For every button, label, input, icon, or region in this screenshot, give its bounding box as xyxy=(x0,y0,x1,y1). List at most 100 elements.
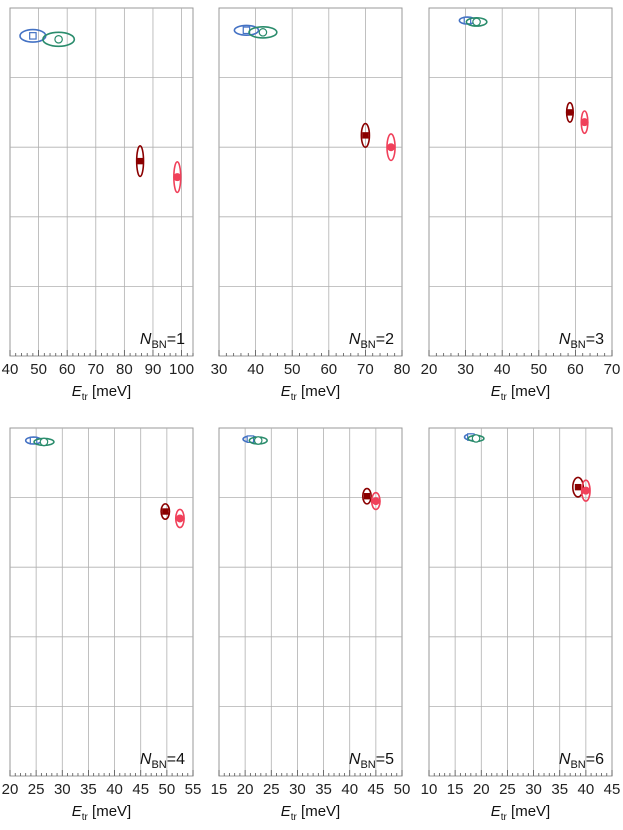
x-tick-label: 20 xyxy=(473,781,490,798)
x-tick-label: 40 xyxy=(578,781,595,798)
error-ellipse-filled-square xyxy=(360,122,371,148)
x-tick-label: 45 xyxy=(368,781,385,798)
error-ellipse-open-square xyxy=(233,24,260,36)
panel-label-subscript: BN xyxy=(360,339,375,351)
x-tick-label: 70 xyxy=(87,361,104,378)
x-axis-unit: [meV] xyxy=(297,383,340,400)
x-axis-label: Etr [meV] xyxy=(491,803,550,823)
x-tick-label: 100 xyxy=(169,361,194,378)
x-axis-symbol: E xyxy=(491,803,502,820)
x-axis-unit: [meV] xyxy=(88,803,131,820)
x-tick-label: 30 xyxy=(211,361,228,378)
panel-label-value: =1 xyxy=(167,331,185,348)
data-point-open-circle xyxy=(471,434,481,443)
plot-frame xyxy=(428,7,613,357)
plot-frame xyxy=(9,7,194,357)
error-ellipse-filled-circle xyxy=(370,491,381,511)
data-point-filled-circle xyxy=(173,173,182,182)
x-tick-label: 15 xyxy=(447,781,464,798)
x-tick-label: 25 xyxy=(499,781,516,798)
error-ellipse-filled-circle xyxy=(386,133,396,162)
panel-label-value: =2 xyxy=(376,331,394,348)
error-ellipse-filled-circle xyxy=(174,508,185,529)
panel-label-subscript: BN xyxy=(151,339,166,351)
x-tick-label: 45 xyxy=(132,781,149,798)
error-ellipse-filled-square xyxy=(160,503,171,520)
error-ellipse-filled-square xyxy=(361,487,372,505)
x-axis-symbol: E xyxy=(72,383,83,400)
error-ellipse-filled-square xyxy=(571,476,585,498)
data-point-filled-circle xyxy=(387,143,396,152)
x-tick-label: 20 xyxy=(237,781,254,798)
x-tick-label: 50 xyxy=(30,361,47,378)
x-axis-subscript: tr xyxy=(291,812,298,823)
x-axis-unit: [meV] xyxy=(507,803,550,820)
x-axis-label: Etr [meV] xyxy=(281,383,340,403)
x-tick-label: 40 xyxy=(494,361,511,378)
data-point-filled-circle xyxy=(175,514,184,523)
panel-label-symbol: N xyxy=(559,751,571,768)
data-point-open-circle xyxy=(253,436,263,445)
x-tick-label: 40 xyxy=(2,361,19,378)
data-point-filled-square xyxy=(162,508,169,515)
panel-label-symbol: N xyxy=(559,331,571,348)
x-axis-subscript: tr xyxy=(501,392,508,403)
panel-label-value: =6 xyxy=(586,751,604,768)
plot-frame xyxy=(218,7,403,357)
data-point-filled-square xyxy=(136,157,144,165)
x-tick-label: 35 xyxy=(315,781,332,798)
panel-label-symbol: N xyxy=(140,751,152,768)
x-tick-label: 50 xyxy=(284,361,301,378)
panel-label-value: =4 xyxy=(167,751,185,768)
x-tick-label: 70 xyxy=(604,361,621,378)
x-tick-label: 80 xyxy=(116,361,133,378)
error-ellipse-filled-square xyxy=(565,101,575,123)
x-tick-label: 70 xyxy=(357,361,374,378)
data-point-open-circle xyxy=(472,17,481,27)
x-axis-unit: [meV] xyxy=(507,383,550,400)
x-axis-symbol: E xyxy=(281,803,292,820)
error-ellipse-open-circle xyxy=(248,25,278,39)
data-point-filled-circle xyxy=(581,486,590,495)
panel-label: NBN=4 xyxy=(140,751,185,771)
x-tick-label: 35 xyxy=(80,781,97,798)
x-tick-label: 60 xyxy=(59,361,76,378)
x-tick-label: 50 xyxy=(530,361,547,378)
x-tick-label: 25 xyxy=(28,781,45,798)
x-axis-unit: [meV] xyxy=(297,803,340,820)
panel-label: NBN=5 xyxy=(349,751,394,771)
x-tick-label: 30 xyxy=(289,781,306,798)
x-axis-label: Etr [meV] xyxy=(72,383,131,403)
x-tick-label: 10 xyxy=(421,781,438,798)
x-axis-label: Etr [meV] xyxy=(281,803,340,823)
panel-label-symbol: N xyxy=(349,751,361,768)
panel-label: NBN=2 xyxy=(349,331,394,351)
x-tick-label: 45 xyxy=(604,781,621,798)
data-point-open-square xyxy=(29,32,37,40)
data-point-filled-circle xyxy=(371,497,380,506)
x-axis-subscript: tr xyxy=(82,392,89,403)
data-point-filled-square xyxy=(566,109,574,116)
data-point-filled-square xyxy=(363,493,371,500)
panel-label-subscript: BN xyxy=(151,759,166,771)
x-tick-label: 30 xyxy=(457,361,474,378)
x-axis-unit: [meV] xyxy=(88,383,131,400)
panel-label: NBN=1 xyxy=(140,331,185,351)
error-ellipse-filled-square xyxy=(135,145,145,178)
x-axis-symbol: E xyxy=(281,383,292,400)
x-tick-label: 25 xyxy=(263,781,280,798)
panel-label-subscript: BN xyxy=(360,759,375,771)
x-tick-label: 30 xyxy=(54,781,71,798)
data-point-filled-square xyxy=(574,483,582,491)
x-tick-label: 40 xyxy=(247,361,264,378)
panel-label-subscript: BN xyxy=(570,759,585,771)
panel-label-value: =3 xyxy=(586,331,604,348)
x-axis-label: Etr [meV] xyxy=(491,383,550,403)
data-point-open-circle xyxy=(54,35,63,44)
